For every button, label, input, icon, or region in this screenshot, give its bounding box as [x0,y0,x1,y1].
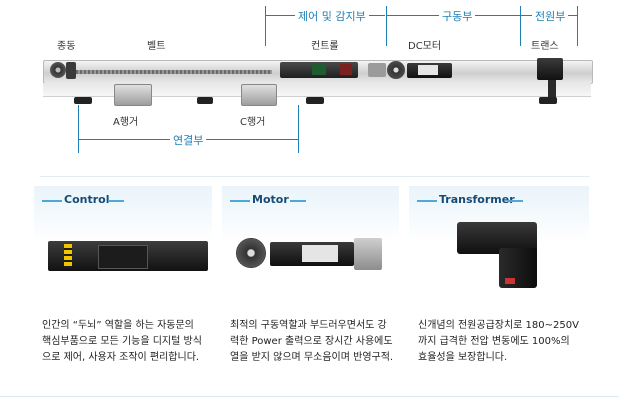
idler-pulley-icon [50,62,66,78]
label-controller: 컨트롤 [311,41,339,52]
idler-bracket [66,62,76,79]
power-bracket-left [520,6,521,46]
section-label-control-sense: 제어 및 감지부 [295,8,369,24]
desc-control-line-1: 인간의 “두뇌” 역할을 하는 자동문의 [42,320,194,331]
control-sense-bracket-left [265,6,266,46]
stopper-mid [197,97,213,104]
hanger-c-graphic [241,84,277,106]
section-divider [40,176,590,177]
desc-control-line-3: 으로 제어, 사용자 조작이 편리합니다. [42,352,200,363]
panel-title-motor: Motor [252,193,289,206]
panel-title-transformer: Transformer [439,193,515,206]
panel-transformer: Transformer [409,186,589,312]
motor-image-pulley [236,238,266,268]
motor-image-gearbox [354,238,382,270]
controller-image-buttons [64,244,72,268]
section-label-drive: 구동부 [439,8,476,24]
rail-bottom-strip [43,83,591,97]
controller-connector [340,64,352,75]
panel-title-dash-right [507,200,523,202]
motor-pulley-icon [387,61,405,79]
stopper-right [306,97,324,104]
stopper-left [74,97,92,104]
panel-title-control: Control [64,193,110,206]
footer-line [0,396,619,397]
motor-label-sticker [418,65,438,75]
belt-graphic [72,70,272,74]
connection-bracket-right [298,105,299,153]
controller-image-panel [98,245,148,269]
panel-title-dash-left [42,200,62,202]
motor-mount [368,63,386,77]
panel-motor: Motor [222,186,399,312]
section-label-power: 전원부 [532,8,569,24]
desc-transformer-line-2: 까지 급격한 전압 변동에도 100%의 [418,336,570,347]
panel-title-dash-right [108,200,124,202]
desc-transformer: 신개념의 전원공급장치로 180~250V 까지 급격한 전압 변동에도 100… [418,318,579,366]
desc-motor-line-1: 최적의 구동역할과 부드러우면서도 강 [230,320,387,331]
hanger-a-graphic [114,84,152,106]
power-bracket-right [577,6,578,46]
desc-transformer-line-1: 신개념의 전원공급장치로 180~250V [418,320,579,331]
label-idler: 종동 [57,41,76,52]
transformer-graphic [537,58,563,80]
label-hanger-a: A행거 [113,117,139,128]
stopper-far-right [539,97,557,104]
label-hanger-c: C행거 [240,117,266,128]
desc-transformer-line-3: 효율성을 보장합니다. [418,352,508,363]
panel-title-dash-left [417,200,437,202]
drive-bracket-left [386,6,387,46]
desc-motor: 최적의 구동역할과 부드러우면서도 강 력한 Power 출력으로 장시간 사용… [230,318,393,366]
label-dc-motor: DC모터 [408,41,442,52]
transformer-cable [548,80,556,98]
motor-image-sticker [302,245,338,262]
desc-motor-line-3: 열을 받지 않으며 무소음이며 반영구적. [230,352,394,363]
controller-board [312,64,326,75]
desc-control-line-2: 핵심부품으로 모든 기능을 디지털 방식 [42,336,202,347]
panel-title-dash-right [290,200,306,202]
panel-control: Control [34,186,212,312]
label-belt: 벨트 [147,41,166,52]
desc-motor-line-2: 력한 Power 출력으로 장시간 사용에도 [230,336,393,347]
section-label-connection: 연결부 [170,132,207,148]
transformer-image-label [505,278,515,284]
panel-title-dash-left [230,200,250,202]
connection-bracket-left [78,105,79,153]
label-transformer: 트랜스 [531,41,559,52]
desc-control: 인간의 “두뇌” 역할을 하는 자동문의 핵심부품으로 모든 기능을 디지털 방… [42,318,202,366]
